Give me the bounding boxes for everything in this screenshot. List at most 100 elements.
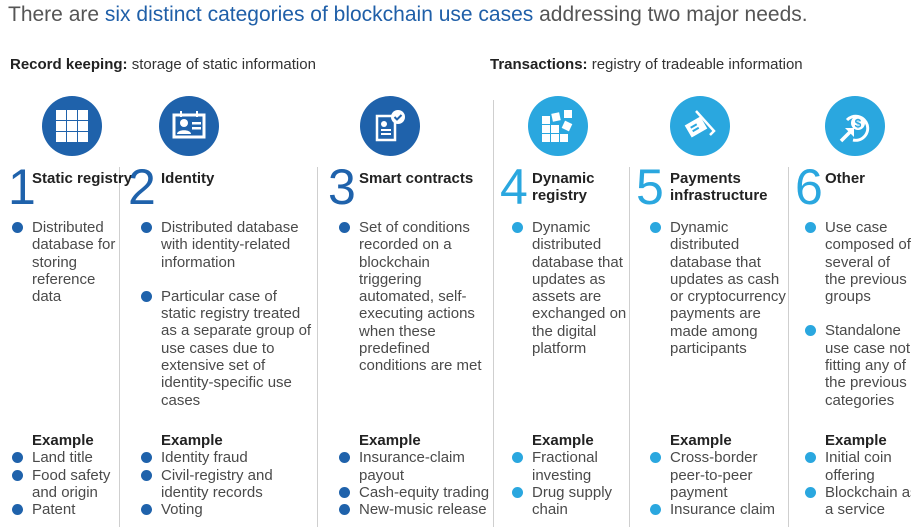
bullet-icon: [141, 222, 152, 233]
bullet-icon: [805, 486, 816, 498]
example-text: Identity fraud: [161, 449, 248, 467]
description-text: Distributed database for storing referen…: [32, 219, 116, 306]
bullet-icon: [339, 222, 350, 233]
example-text: Insurance-claim payout: [359, 449, 465, 484]
category-number: 1: [8, 159, 36, 215]
description-text: Standalone use case not fitting any of t…: [825, 322, 911, 409]
title-highlight: six distinct categories of blockchain us…: [104, 3, 534, 26]
example-item: Identity fraud: [141, 449, 321, 467]
example-text: Land title: [32, 449, 93, 467]
description-list: Dynamic distributed database that update…: [650, 219, 788, 374]
bullet-icon: [650, 452, 661, 464]
divider: [493, 100, 494, 527]
category-name: Dynamic registry: [532, 170, 595, 205]
contract-check-icon: [360, 96, 420, 156]
example-text: New-music release: [359, 501, 487, 519]
svg-text:$: $: [855, 117, 862, 131]
example-heading: Example: [670, 432, 732, 449]
section-label: Transactions:: [490, 56, 588, 73]
example-heading: Example: [32, 432, 94, 449]
example-item: Initial coin offering: [805, 449, 911, 484]
description-list: Distributed database for storing referen…: [12, 219, 124, 322]
description-text: Distributed database with identity-relat…: [161, 219, 299, 271]
bullet-icon: [339, 486, 350, 498]
bullet-icon: [12, 469, 23, 481]
bullet-icon: [805, 325, 816, 337]
description-text: Dynamic distributed database that update…: [532, 219, 627, 358]
bullet-icon: [512, 486, 523, 498]
example-heading: Example: [161, 432, 223, 449]
example-text: Initial coin offering: [825, 449, 892, 484]
example-text: Cross-border peer-to-peer payment: [670, 449, 758, 501]
divider: [629, 167, 630, 527]
example-item: Blockchain as a service: [805, 483, 911, 519]
title-pre: There are: [8, 3, 105, 26]
example-heading: Example: [359, 432, 421, 449]
card-payment-icon: [670, 96, 730, 156]
id-card-icon: [159, 96, 219, 156]
example-item: Insurance-claim payout: [339, 449, 502, 484]
category-name: Static registry: [32, 170, 133, 187]
example-heading: Example: [825, 432, 887, 449]
dollar-cycle-icon: $: [825, 96, 885, 156]
description-item: Distributed database for storing referen…: [12, 219, 124, 306]
bullet-icon: [650, 504, 661, 516]
page-title: There are six distinct categories of blo…: [8, 3, 808, 27]
description-list: Use case composed of several of the prev…: [805, 219, 911, 426]
section-text: storage of static information: [127, 56, 316, 73]
description-item: Dynamic distributed database that update…: [512, 219, 630, 358]
description-text: Set of conditions recorded on a blockcha…: [359, 219, 482, 375]
section-text: registry of tradeable information: [587, 56, 803, 73]
bullet-icon: [12, 504, 23, 516]
example-text: Voting: [161, 501, 203, 519]
bullet-icon: [12, 222, 23, 233]
example-text: Food safety and origin: [32, 466, 111, 501]
bullet-icon: [12, 452, 23, 464]
bullet-icon: [141, 290, 152, 302]
bullet-icon: [339, 504, 350, 516]
bullet-icon: [650, 222, 661, 233]
description-list: Distributed database with identity-relat…: [141, 219, 313, 426]
category-number: 2: [128, 159, 156, 215]
example-item: Patent: [12, 501, 132, 518]
example-text: Drug supply chain: [532, 483, 613, 519]
description-text: Particular case of static registry treat…: [161, 287, 312, 409]
example-item: Cross-border peer-to-peer payment: [650, 449, 796, 501]
example-item: New-music release: [339, 501, 502, 519]
category-name: Identity: [161, 170, 215, 187]
description-item: Dynamic distributed database that update…: [650, 219, 788, 358]
bullet-icon: [141, 504, 152, 516]
grid-icon: [42, 96, 102, 156]
example-item: Food safety and origin: [12, 466, 132, 502]
bullet-icon: [805, 222, 816, 233]
description-text: Use case composed of several of the prev…: [825, 219, 911, 306]
example-item: Voting: [141, 501, 321, 519]
description-list: Set of conditions recorded on a blockcha…: [339, 219, 494, 392]
divider: [317, 167, 318, 527]
category-number: 4: [500, 159, 528, 215]
bullet-icon: [512, 452, 523, 464]
example-text: Fractional investing: [532, 449, 598, 484]
bullet-icon: [339, 452, 350, 464]
section-record-keeping: Record keeping: storage of static inform…: [10, 56, 316, 73]
description-text: Dynamic distributed database that update…: [670, 219, 786, 358]
description-list: Dynamic distributed database that update…: [512, 219, 630, 374]
section-label: Record keeping:: [10, 56, 128, 73]
title-post: addressing two major needs.: [533, 3, 808, 26]
category-name: Payments infrastructure: [670, 170, 768, 205]
moving-blocks-icon: [528, 96, 588, 156]
example-item: Land title: [12, 449, 132, 467]
description-item: Use case composed of several of the prev…: [805, 219, 911, 306]
example-item: Civil-registry and identity records: [141, 467, 321, 502]
section-transactions: Transactions: registry of tradeable info…: [490, 56, 803, 73]
divider: [788, 167, 789, 527]
example-heading: Example: [532, 432, 594, 449]
description-item: Standalone use case not fitting any of t…: [805, 322, 911, 409]
example-text: Blockchain as a service: [825, 483, 911, 519]
